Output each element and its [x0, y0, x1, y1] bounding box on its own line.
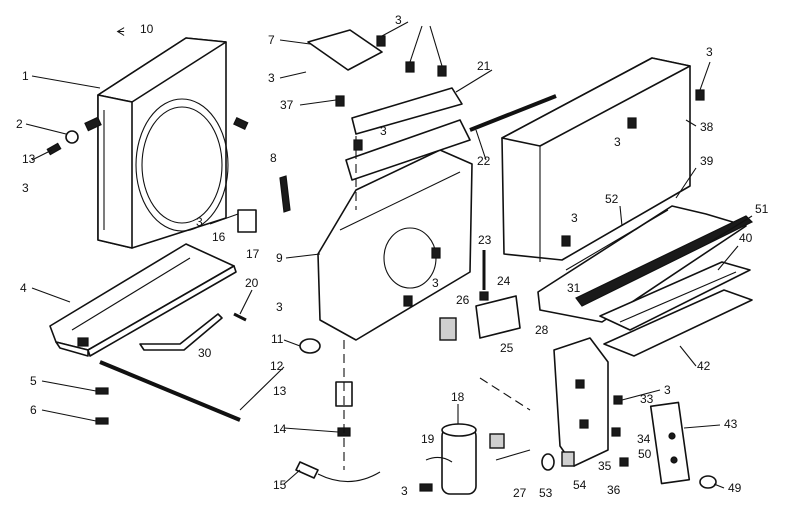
callout-c31: 31: [567, 281, 581, 295]
callout-c3b: 3: [268, 71, 275, 85]
callout-c3d: 3: [380, 124, 387, 138]
callout-c8: 8: [270, 151, 277, 165]
callout-c23: 23: [478, 233, 492, 247]
callout-c3h: 3: [432, 276, 439, 290]
callout-c3l: 3: [401, 484, 408, 498]
leader-lines: [25, 21, 753, 489]
callout-c5: 5: [30, 374, 37, 388]
callout-c3e: 3: [706, 45, 713, 59]
callout-c17: 17: [246, 247, 260, 261]
callout-c27: 27: [513, 486, 527, 500]
rod-part-12: [99, 360, 241, 422]
callout-c42: 42: [697, 359, 711, 373]
callout-c13b: 13: [22, 152, 36, 166]
callout-c3g: 3: [196, 215, 203, 229]
cabinet-part-38: [501, 57, 705, 262]
callout-c52: 52: [605, 192, 619, 206]
clip-symbol: ᗕ: [116, 25, 125, 39]
callout-c34: 34: [637, 432, 651, 446]
part-11: [299, 338, 321, 354]
part-24: [479, 291, 489, 301]
part-6: [95, 417, 109, 425]
part-5: [95, 387, 109, 395]
fan-shroud-part-1: [97, 37, 229, 249]
callout-c3i: 3: [571, 211, 578, 225]
callout-c37: 37: [280, 98, 294, 112]
callout-c3k: 3: [664, 383, 671, 397]
callout-c6: 6: [30, 403, 37, 417]
bracket-part-17: [237, 209, 257, 233]
callout-c35: 35: [598, 459, 612, 473]
trays-parts-40-42: [599, 261, 753, 357]
callout-c16: 16: [212, 230, 226, 244]
callout-c20: 20: [245, 276, 259, 290]
lower-center-parts: [295, 423, 575, 495]
callout-c18: 18: [451, 390, 465, 404]
bracket-part-7: [307, 29, 383, 71]
callout-c39: 39: [700, 154, 714, 168]
callout-c28: 28: [535, 323, 549, 337]
hardware-left: ᗕ: [46, 25, 249, 156]
callout-c14: 14: [273, 422, 287, 436]
callout-c19: 19: [421, 432, 435, 446]
callout-c36: 36: [607, 483, 621, 497]
callout-c9: 9: [276, 251, 283, 265]
callout-c3j: 3: [276, 300, 283, 314]
callout-c25: 25: [500, 341, 514, 355]
callout-c21: 21: [477, 59, 491, 73]
callout-c40: 40: [739, 231, 753, 245]
callout-c3f: 3: [614, 135, 621, 149]
callout-c11: 11: [271, 332, 284, 346]
callout-c51: 51: [755, 202, 769, 216]
callout-c33: 33: [640, 392, 654, 406]
callout-c49: 49: [728, 481, 742, 495]
callout-c2: 2: [16, 117, 23, 131]
center-partition-part-9: [317, 87, 473, 341]
callout-c53: 53: [539, 486, 553, 500]
dash-guide-2: [479, 377, 531, 411]
plate-part-25: [475, 295, 521, 339]
bracket-assembly-parts-33-43: [553, 337, 717, 489]
tray-parts-39-52-31: [537, 205, 754, 323]
callout-c22: 22: [477, 154, 491, 168]
callout-c3c: 3: [395, 13, 402, 27]
part-8: [279, 175, 291, 213]
part-26: [439, 317, 457, 341]
callout-c26: 26: [456, 293, 470, 307]
callout-c30: 30: [198, 346, 212, 360]
callout-c7: 7: [268, 33, 275, 47]
base-pan-part-4: [49, 243, 237, 357]
callout-c3a: 3: [22, 181, 29, 195]
callout-c50: 50: [638, 447, 652, 461]
callout-c1: 1: [22, 69, 29, 83]
callout-c10: 10: [140, 22, 154, 36]
callout-c54: 54: [573, 478, 587, 492]
drain-part-30: [139, 313, 223, 351]
callout-c4: 4: [20, 281, 27, 295]
callout-c43: 43: [724, 417, 738, 431]
part-20: [233, 312, 247, 322]
callout-c38: 38: [700, 120, 714, 134]
callout-c12: 12: [270, 359, 284, 373]
callout-c24: 24: [497, 274, 511, 288]
strip-part-22: [469, 94, 557, 132]
callout-c15: 15: [273, 478, 287, 492]
bolts-top: [335, 35, 447, 307]
callout-c13: 13: [273, 384, 287, 398]
